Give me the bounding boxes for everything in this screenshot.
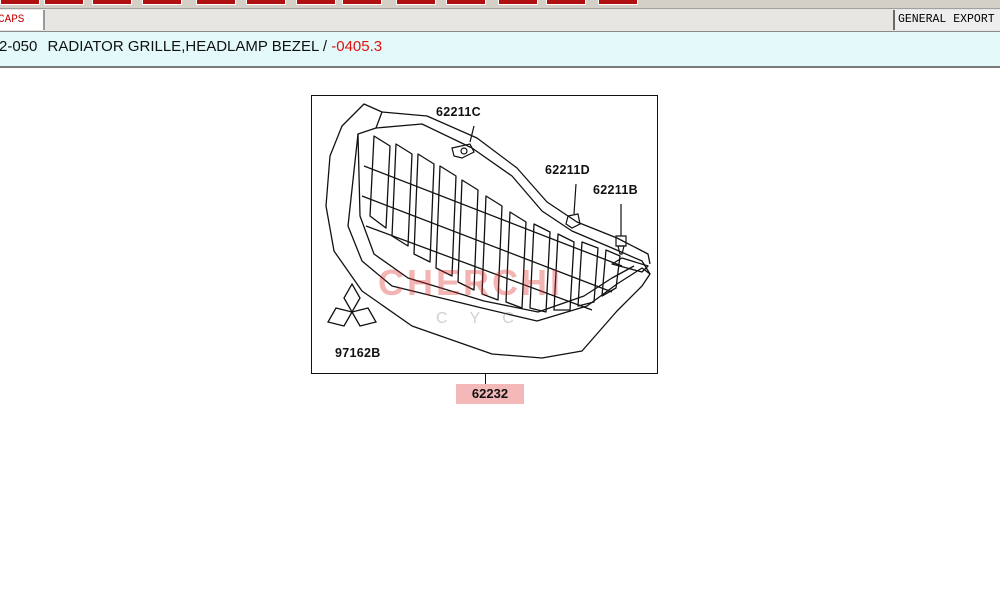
callout-62211d[interactable]: 62211D [545,163,590,177]
toolbar-button[interactable] [598,0,638,5]
callout-62211c[interactable]: 62211C [436,105,481,119]
section-name: RADIATOR GRILLE,HEADLAMP BEZEL / [47,38,328,55]
main-part-label[interactable]: 62232 [456,384,524,404]
watermark-sub: CYC [436,310,536,327]
callout-97162b[interactable]: 97162B [335,346,381,360]
toolbar-button[interactable] [44,0,84,5]
grille-illustration [325,103,651,359]
callout-62211b[interactable]: 62211B [593,183,638,197]
toolbar-button[interactable] [546,0,586,5]
main-part-leader [485,374,486,385]
toolbar-button[interactable] [396,0,436,5]
tab-row: CAPS GENERAL EXPORT [0,9,1000,32]
toolbar-button[interactable] [342,0,382,5]
parts-diagram [311,95,658,374]
section-code: 2-050 [0,38,38,55]
toolbar-button[interactable] [498,0,538,5]
toolbar-button[interactable] [142,0,182,5]
tab-general-export[interactable]: GENERAL EXPORT [893,10,1000,30]
toolbar-button[interactable] [0,0,40,5]
toolbar-button[interactable] [446,0,486,5]
toolbar-button[interactable] [246,0,286,5]
toolbar-button[interactable] [196,0,236,5]
toolbar-button[interactable] [296,0,336,5]
watermark: CHERCHI [378,262,564,303]
tab-caps[interactable]: CAPS [0,10,45,30]
section-range: -0405.3 [331,38,383,55]
section-title-bar: 2-050 RADIATOR GRILLE,HEADLAMP BEZEL / -… [0,32,1000,68]
toolbar-button[interactable] [92,0,132,5]
toolbar [0,0,1000,9]
